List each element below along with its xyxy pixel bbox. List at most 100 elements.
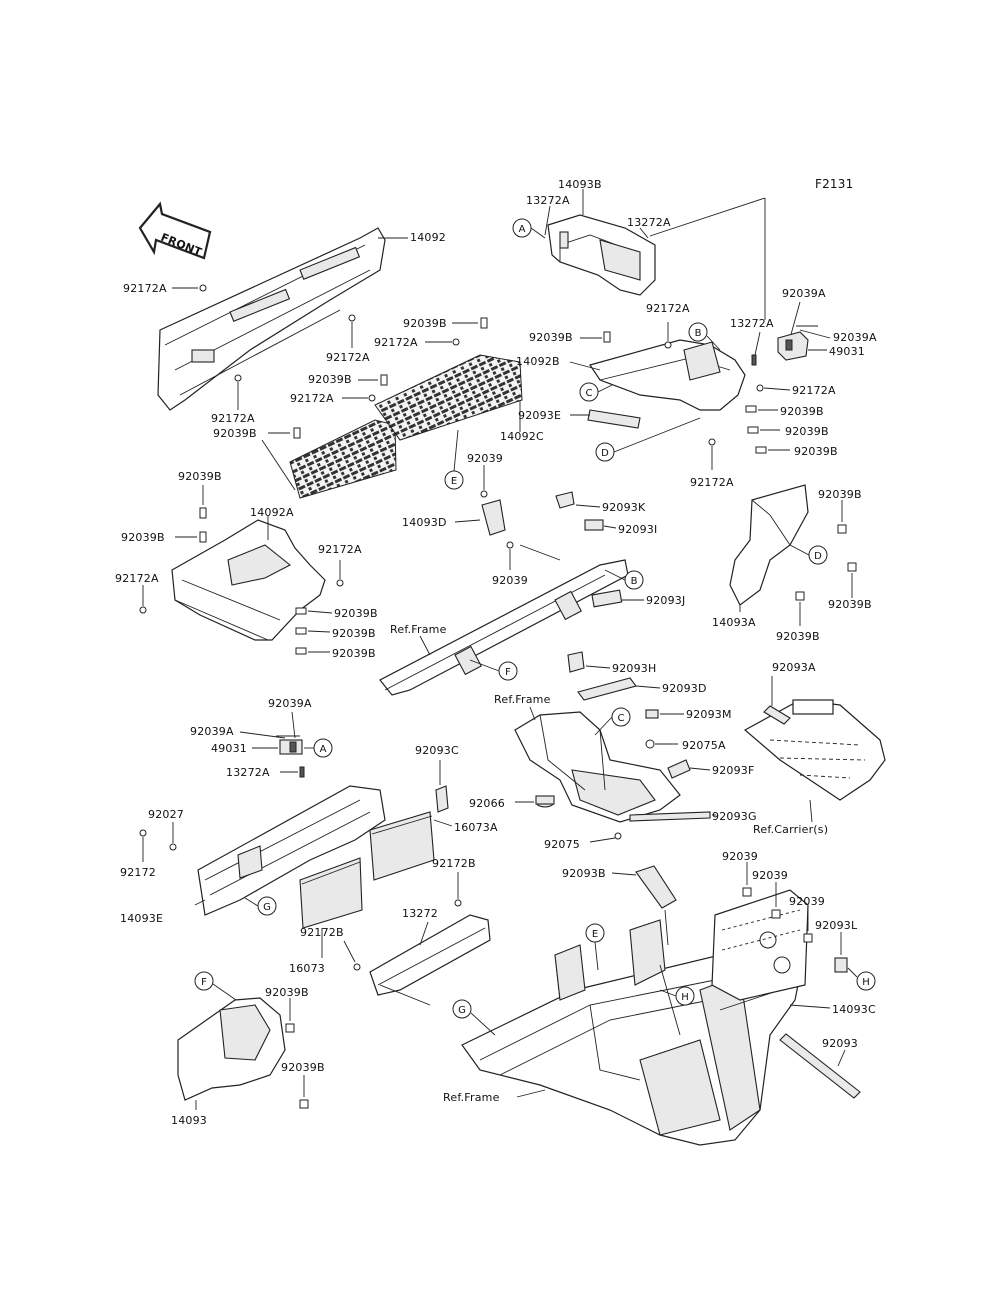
label-92039-5: 92039	[789, 895, 825, 908]
label-92039B-5: 92039B	[780, 405, 824, 418]
label-13272: 13272	[402, 907, 438, 920]
label-16073: 16073	[289, 962, 325, 975]
label-92039B-12: 92039B	[332, 647, 376, 660]
label-92172A-3: 92172A	[211, 412, 255, 425]
label-92093: 92093	[822, 1037, 858, 1050]
bolt-icon	[293, 427, 301, 439]
part-center-tray	[514, 711, 681, 823]
bolt-icon	[295, 627, 307, 635]
label-92039B-17: 92039B	[281, 1061, 325, 1074]
bolt-icon	[755, 446, 767, 454]
callout-E-2: E	[585, 923, 605, 943]
callout-F-2: F	[194, 971, 214, 991]
label-92093F: 92093F	[712, 764, 755, 777]
label-92039B-8: 92039B	[178, 470, 222, 483]
bolt-icon	[614, 832, 622, 840]
label-92039A-2: 92039A	[833, 331, 877, 344]
label-92172B-2: 92172B	[300, 926, 344, 939]
label-92039-3: 92039	[722, 850, 758, 863]
part-92093M-clip	[645, 709, 659, 719]
label-92039B-15: 92039B	[776, 630, 820, 643]
part-92075A-washer	[645, 739, 655, 749]
part-14093D-bracket	[481, 499, 506, 536]
figure-code: F2131	[815, 177, 853, 191]
part-14093C-panel	[711, 889, 809, 1001]
part-92093-strip	[779, 1033, 861, 1099]
bolt-icon	[139, 606, 147, 614]
bolt-icon	[380, 374, 388, 386]
bolt-icon	[295, 647, 307, 655]
svg-text:D: D	[601, 448, 609, 459]
bolt-icon	[742, 887, 752, 897]
part-14092A-guard	[171, 519, 326, 641]
label-14092B: 14092B	[516, 355, 560, 368]
label-92066: 92066	[469, 797, 505, 810]
label-92172A-5: 92172A	[290, 392, 334, 405]
part-49031-bracket	[777, 331, 809, 361]
label-92039B-11: 92039B	[332, 627, 376, 640]
bolt-icon	[454, 899, 462, 907]
label-92093A: 92093A	[772, 661, 816, 674]
part-main-frame	[461, 919, 801, 1146]
label-92172A-1: 92172A	[123, 282, 167, 295]
bolt-icon	[348, 314, 356, 322]
label-92039-2: 92039	[492, 574, 528, 587]
callout-B-2: B	[624, 570, 644, 590]
label-92172B-1: 92172B	[432, 857, 476, 870]
label-49031-1: 49031	[829, 345, 865, 358]
svg-text:C: C	[586, 388, 593, 399]
label-92039A-4: 92039A	[190, 725, 234, 738]
svg-text:E: E	[451, 476, 457, 487]
part-49031-bracket-2	[279, 739, 303, 755]
callout-H-2: H	[856, 971, 876, 991]
svg-text:G: G	[263, 902, 271, 913]
svg-text:F: F	[201, 977, 207, 988]
label-92093E: 92093E	[518, 409, 561, 422]
bolt-icon	[353, 963, 361, 971]
label-13272A-4: 13272A	[226, 766, 270, 779]
part-92093J-pad	[591, 589, 623, 608]
part-crossmember	[379, 559, 629, 696]
part-92093C-pad	[435, 785, 449, 813]
label-92093D: 92093D	[662, 682, 707, 695]
label-92039-4: 92039	[752, 869, 788, 882]
bolt-icon	[480, 490, 488, 498]
label-92039B-4: 92039B	[529, 331, 573, 344]
label-13272A-1: 13272A	[526, 194, 570, 207]
bolt-icon	[795, 591, 805, 601]
label-92039B-7: 92039B	[794, 445, 838, 458]
callout-C: C	[579, 382, 599, 402]
label-92093M: 92093M	[686, 708, 732, 721]
bolt-icon	[756, 384, 764, 392]
part-13272A-clip-2	[299, 766, 305, 778]
part-13272A-clip	[751, 354, 757, 366]
callout-D: D	[595, 442, 615, 462]
front-arrow-icon: FRONT	[138, 201, 212, 260]
svg-text:D: D	[814, 551, 822, 562]
label-14092C: 14092C	[500, 430, 544, 443]
label-92039B-3: 92039B	[213, 427, 257, 440]
label-13272A-3: 13272A	[730, 317, 774, 330]
part-14092B-bracket	[589, 339, 746, 411]
label-14092A: 14092A	[250, 506, 294, 519]
label-14092: 14092	[410, 231, 446, 244]
callout-H: H	[675, 986, 695, 1006]
label-92039B-6: 92039B	[785, 425, 829, 438]
label-92093J: 92093J	[646, 594, 685, 607]
label-92093K: 92093K	[602, 501, 646, 514]
part-92093E-strip	[587, 409, 641, 429]
label-14093A: 14093A	[712, 616, 756, 629]
callout-A: A	[512, 218, 532, 238]
label-13272A-2: 13272A	[627, 216, 671, 229]
label-92039A-3: 92039A	[268, 697, 312, 710]
label-49031-2: 49031	[211, 742, 247, 755]
bolt-icon	[199, 507, 207, 519]
label-14093E: 14093E	[120, 912, 163, 925]
bolt-icon	[745, 405, 757, 413]
label-92039-1: 92039	[467, 452, 503, 465]
bolt-icon	[603, 331, 611, 343]
label-92039B-1: 92039B	[403, 317, 447, 330]
bolt-icon	[847, 562, 857, 572]
bolt-icon	[139, 829, 147, 837]
